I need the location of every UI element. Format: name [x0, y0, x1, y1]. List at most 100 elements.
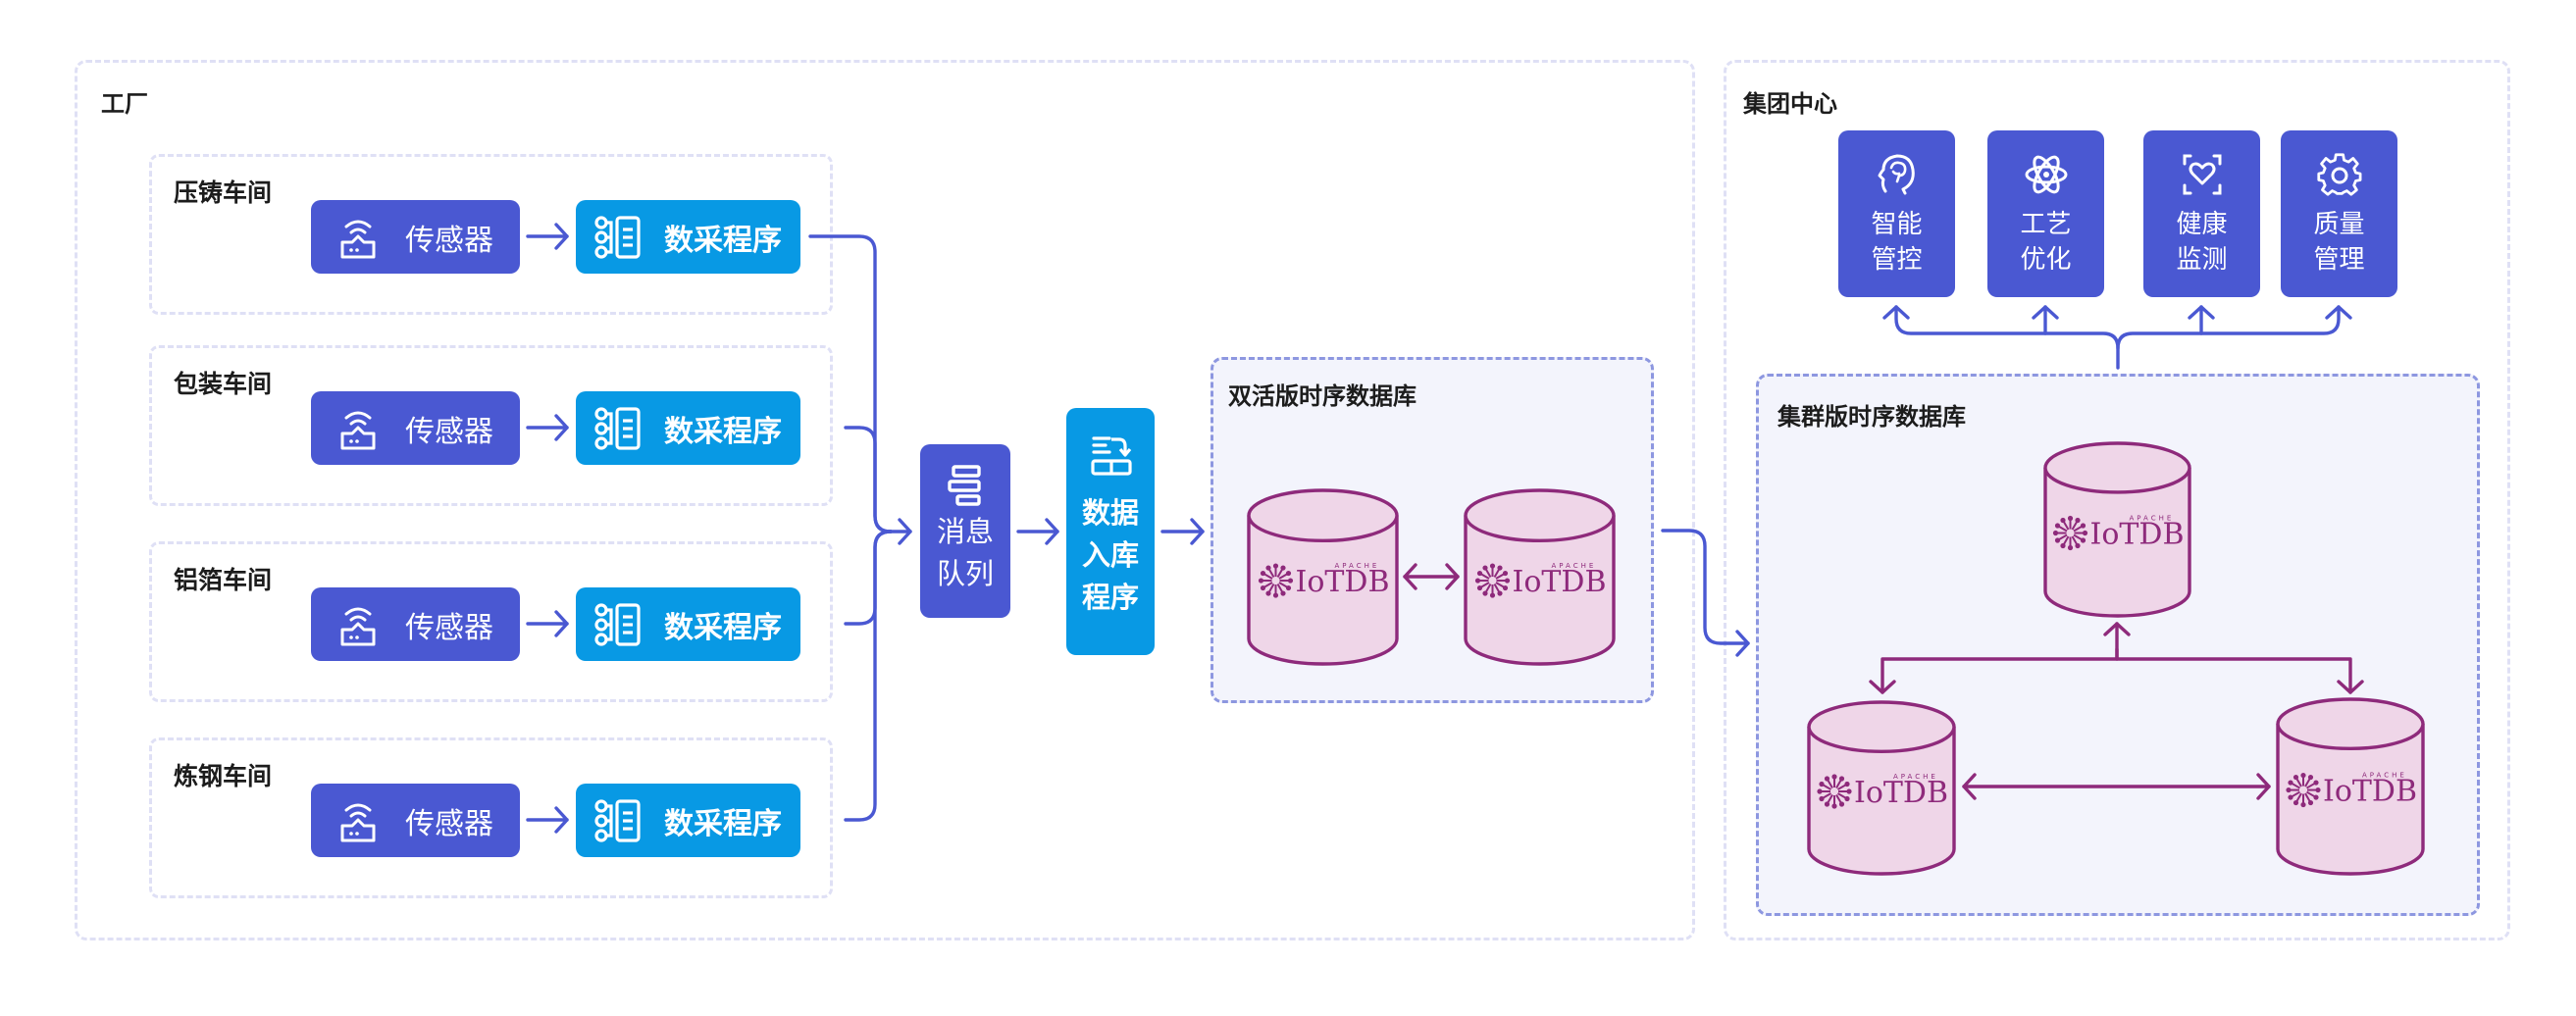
ingest-program-label: 数据 入库 程序	[1079, 492, 1142, 619]
cluster-db-node[interactable]: IoTDB APACHE	[2043, 441, 2191, 618]
arrow-head	[1962, 773, 1977, 800]
cylinder-top	[2276, 697, 2425, 751]
workshop-title: 包装车间	[174, 370, 273, 398]
flow-list-icon	[594, 406, 641, 450]
workshop-title: 炼钢车间	[174, 762, 273, 790]
service-arrow-head	[2325, 305, 2352, 320]
sensor-label: 传感器	[405, 806, 493, 841]
brain-icon	[1878, 154, 1915, 195]
arrow-head	[1403, 563, 1417, 590]
collector-program-node[interactable]: 数采程序	[576, 784, 800, 857]
sensor-node[interactable]: 传感器	[311, 784, 520, 857]
iotdb-logo: IoTDB APACHE	[2286, 772, 2417, 809]
arrow-head	[2337, 680, 2364, 694]
collector-program-node[interactable]: 数采程序	[576, 391, 800, 465]
iotdb-logo: IoTDB APACHE	[1817, 773, 1948, 810]
atom-icon	[2025, 155, 2067, 194]
ingest-line1: 数据	[1081, 496, 1139, 530]
sensor-node[interactable]: 传感器	[311, 587, 520, 661]
collector-program-node[interactable]: 数采程序	[576, 200, 800, 274]
cluster-db-node[interactable]: IoTDB APACHE	[2276, 697, 2425, 876]
ingest-line3: 程序	[1081, 581, 1139, 614]
iotdb-brand-text: APACHE	[1335, 562, 1380, 570]
arrow-head	[554, 806, 569, 834]
program-to-queue-connector	[808, 234, 893, 533]
iotdb-starburst-icon	[1817, 774, 1852, 809]
sensor-node[interactable]: 传感器	[311, 391, 520, 465]
collector-program-label: 数采程序	[664, 223, 782, 258]
ingest-line2: 入库	[1081, 538, 1139, 572]
service-label: 质量 管理	[2310, 207, 2369, 278]
service-card[interactable]: 质量 管理	[2281, 130, 2397, 297]
sensor-label: 传感器	[405, 414, 493, 449]
arrow-head	[1735, 630, 1750, 657]
iotdb-starburst-icon	[2286, 772, 2321, 808]
service-card[interactable]: 工艺 优化	[1987, 130, 2104, 297]
wifi-router-icon	[340, 220, 376, 258]
iotdb-brand-text: APACHE	[2362, 772, 2407, 780]
cylinder-top	[1247, 488, 1399, 543]
cluster-db-node[interactable]: IoTDB APACHE	[1807, 700, 1956, 876]
arrow-head	[1045, 518, 1059, 545]
workshop-group	[149, 345, 833, 506]
service-label-line2: 管控	[1871, 245, 1923, 275]
service-label-line1: 质量	[2313, 210, 2365, 239]
iotdb-starburst-icon	[1474, 563, 1511, 598]
factory-title: 工厂	[101, 90, 148, 118]
workshop-group	[149, 737, 833, 898]
workshop-group	[149, 541, 833, 702]
arrow-head	[554, 610, 569, 637]
message-queue-line2: 队列	[936, 557, 994, 590]
workshop-title: 铝箔车间	[174, 566, 273, 594]
group-center	[1724, 60, 2510, 940]
iotdb-starburst-icon	[1258, 563, 1294, 598]
collector-program-label: 数采程序	[664, 806, 782, 841]
message-queue-node[interactable]: 消息 队列	[920, 444, 1010, 618]
dual-db-node[interactable]: IoTDB APACHE	[1464, 488, 1616, 666]
dual-db-node[interactable]: IoTDB APACHE	[1247, 488, 1399, 666]
collector-program-label: 数采程序	[664, 414, 782, 449]
data-ingest-icon	[1091, 436, 1132, 476]
iotdb-starburst-icon	[2052, 515, 2088, 551]
arrow-head	[554, 414, 569, 441]
service-label: 智能 管控	[1868, 207, 1927, 278]
service-arrow-head	[1882, 305, 1910, 320]
gear-icon	[2316, 153, 2361, 196]
workshop-title: 压铸车间	[174, 178, 273, 207]
collector-program-node[interactable]: 数采程序	[576, 587, 800, 661]
flow-list-icon	[594, 215, 641, 259]
iotdb-logo-text: IoTDB	[2323, 775, 2417, 809]
service-card[interactable]: 健康 监测	[2143, 130, 2260, 297]
arrow-head	[554, 223, 569, 250]
group-center-title: 集团中心	[1743, 90, 1837, 118]
ingest-program-node[interactable]: 数据 入库 程序	[1066, 408, 1155, 655]
arrow-head	[1445, 563, 1460, 590]
flow-list-icon	[594, 798, 641, 842]
iotdb-brand-text: APACHE	[2130, 515, 2175, 523]
cylinder-top	[1807, 700, 1956, 754]
service-label-line2: 优化	[2020, 245, 2072, 275]
iotdb-logo-text: IoTDB	[1854, 776, 1948, 810]
wifi-router-icon	[340, 803, 376, 841]
arrow-head	[2256, 773, 2271, 800]
service-label-line1: 健康	[2176, 210, 2228, 239]
sensor-node[interactable]: 传感器	[311, 200, 520, 274]
arrow-head	[1869, 680, 1896, 694]
service-arrow-head	[2188, 305, 2215, 320]
iotdb-logo-text: IoTDB	[2090, 518, 2185, 552]
message-queue-label: 消息 队列	[934, 511, 997, 595]
service-label: 工艺 优化	[2017, 207, 2076, 278]
arrow-head	[898, 518, 912, 545]
iotdb-brand-text: APACHE	[1552, 562, 1597, 570]
factory-group	[75, 60, 1695, 940]
iotdb-logo: IoTDB APACHE	[2052, 515, 2185, 552]
cylinder-top	[2043, 441, 2191, 494]
service-label: 健康 监测	[2173, 207, 2232, 278]
iotdb-logo-text: IoTDB	[1296, 565, 1390, 599]
service-bus-right	[2116, 305, 2341, 350]
service-label-line1: 工艺	[2020, 210, 2072, 239]
wifi-router-icon	[340, 411, 376, 449]
service-card[interactable]: 智能 管控	[1838, 130, 1955, 297]
program-to-queue-connector	[844, 426, 893, 533]
